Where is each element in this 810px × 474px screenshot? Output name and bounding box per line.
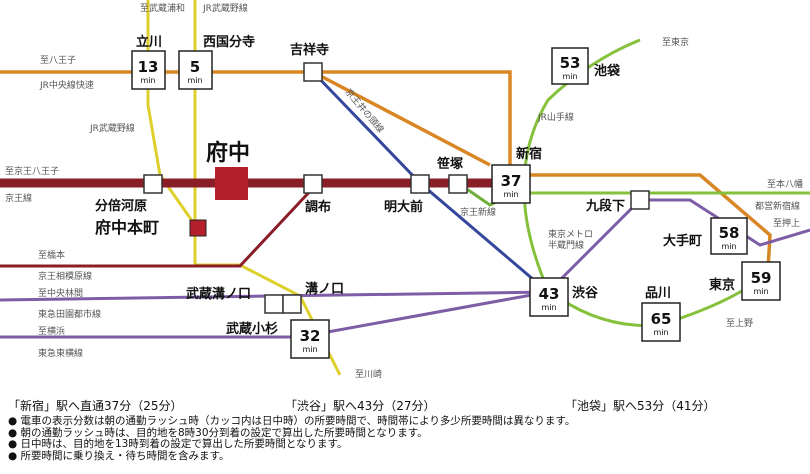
label-toei-shinjuku: 都営新宿線: [755, 200, 800, 212]
station-shinjuku: 新宿: [516, 146, 542, 162]
chuo-line-east: [530, 173, 772, 271]
label-keio-sagamihara: 京王相模原線: [38, 270, 92, 282]
mizonokuchi-marker: [282, 294, 302, 314]
nanbu-line: [146, 75, 197, 226]
svg-text:min: min: [653, 328, 668, 337]
station-sasazuka: 笹塚: [437, 156, 463, 172]
summary-shibuya: 「渋谷」駅へ43分（27分）: [285, 399, 436, 413]
dest-keio-hachioji: 至京王八王子: [5, 165, 59, 177]
station-kichijoji: 吉祥寺: [290, 42, 329, 58]
kichijoji-marker: [303, 62, 323, 82]
station-fuchu: 府中: [206, 140, 250, 166]
svg-text:min: min: [503, 190, 518, 199]
dest-motoyawata: 至本八幡: [767, 178, 803, 190]
note-item: 電車の表示分数は朝の通勤ラッシュ時（カッコ内は日中時）の所要時間で、時間帯により…: [8, 415, 576, 428]
svg-text:43: 43: [539, 285, 560, 303]
svg-text:59: 59: [751, 269, 772, 287]
station-shibuya: 渋谷: [572, 285, 599, 301]
svg-text:min: min: [187, 76, 202, 85]
note-item: 所要時間に乗り換え・待ち時間を含みます。: [8, 450, 575, 463]
fuchuhonmachi-marker: [189, 219, 207, 237]
ikebukuro-time-box: 53 min: [551, 47, 589, 85]
station-fuchuhonmachi: 府中本町: [95, 218, 159, 237]
label-jr-musashino-left: JR武蔵野線: [89, 122, 135, 134]
label-tokyu-toyoko: 東急東横線: [38, 347, 83, 359]
meidaimae-marker: [410, 174, 430, 194]
shibuya-time-box: 43 min: [529, 277, 569, 317]
label-metro-hanzomon-2: 半蔵門線: [548, 239, 584, 251]
station-tokyo: 東京: [709, 277, 735, 293]
svg-text:37: 37: [501, 172, 522, 190]
station-ikebukuro: 池袋: [594, 63, 621, 79]
dest-hashimoto: 至橋本: [38, 249, 65, 261]
sasazuka-marker: [448, 174, 468, 194]
fuchu-marker: [215, 167, 248, 200]
dest-kawasaki: 至川崎: [355, 368, 382, 380]
svg-text:min: min: [302, 345, 317, 354]
svg-text:5: 5: [190, 58, 200, 76]
station-chofu: 調布: [305, 199, 331, 215]
shinagawa-time-box: 65 min: [641, 302, 681, 342]
hanzomon-line: [546, 198, 810, 294]
svg-text:53: 53: [560, 54, 581, 72]
station-bubaigawara: 分倍河原: [95, 198, 147, 214]
svg-text:min: min: [541, 303, 556, 312]
svg-text:min: min: [753, 287, 768, 296]
dest-ueno: 至上野: [726, 318, 753, 329]
station-shinagawa: 品川: [645, 286, 671, 301]
station-mizonokuchi: 溝ノ口: [305, 281, 344, 297]
station-meidaimae: 明大前: [384, 199, 423, 215]
svg-text:65: 65: [651, 310, 672, 328]
dest-chuo-rinkan: 至中央林間: [38, 287, 83, 299]
station-musashi-kosugi: 武蔵小杉: [226, 321, 278, 337]
route-map: 13 min 5 min 53 min 37 min 58 min 59 min…: [0, 0, 810, 380]
musashi-kosugi-time-box: 32 min: [290, 319, 330, 359]
notes-list: 電車の表示分数は朝の通勤ラッシュ時（カッコ内は日中時）の所要時間で、時間帯により…: [8, 415, 576, 463]
station-nishikokubunji: 西国分寺: [203, 34, 255, 50]
label-jr-chuo-rapid: JR中央線快速: [39, 79, 94, 91]
dest-tokyo-top: 至東京: [662, 36, 689, 48]
label-metro-hanzomon-1: 東京メトロ: [548, 228, 593, 240]
station-otemachi: 大手町: [663, 233, 702, 249]
keio-sagamihara-line: [0, 186, 315, 268]
note-item: 朝の通勤ラッシュ時は、目的地を8時30分到着の設定で算出した所要時間となります。: [8, 427, 575, 440]
label-jr-musashino-top: JR武蔵野線: [202, 2, 248, 14]
svg-text:min: min: [721, 242, 736, 251]
tokyo-time-box: 59 min: [741, 261, 781, 301]
shinjuku-time-box: 37 min: [491, 164, 531, 204]
svg-text:13: 13: [138, 58, 159, 76]
kudanshita-marker: [630, 190, 650, 210]
chuo-line-branch: [312, 70, 491, 167]
svg-text:32: 32: [300, 327, 321, 345]
label-jr-yamanote: JR山手線: [537, 111, 574, 123]
bubaigawara-marker: [143, 174, 163, 194]
station-musashi-mizonokuchi: 武蔵溝ノ口: [186, 286, 251, 302]
label-keio-shinsen: 京王新線: [460, 206, 496, 218]
note-item: 日中時は、目的地を13時到着の設定で算出した所要時間となります。: [8, 438, 575, 451]
musashi-mizonokuchi-marker: [264, 294, 284, 314]
label-tokyu-denentoshi: 東急田園都市線: [38, 308, 101, 320]
nishikokubunji-time-box: 5 min: [178, 50, 213, 90]
station-kudanshita: 九段下: [585, 198, 625, 214]
svg-text:58: 58: [719, 224, 740, 242]
svg-text:min: min: [140, 76, 155, 85]
label-keio-line: 京王線: [5, 192, 32, 204]
summary-ikebukuro: 「池袋」駅へ53分（41分）: [565, 399, 716, 413]
svg-text:min: min: [562, 72, 577, 81]
tachikawa-time-box: 13 min: [131, 50, 166, 90]
dest-oshiage: 至押上: [773, 217, 800, 229]
dest-yokohama: 至横浜: [38, 325, 65, 337]
dest-musashi-urawa: 至武蔵浦和: [140, 2, 185, 14]
summary-shinjuku: 「新宿」駅へ直通37分（25分）: [8, 399, 183, 413]
station-tachikawa: 立川: [136, 34, 162, 50]
dest-hachioji: 至八王子: [40, 55, 76, 66]
otemachi-time-box: 58 min: [710, 217, 748, 255]
chofu-marker: [303, 174, 323, 194]
